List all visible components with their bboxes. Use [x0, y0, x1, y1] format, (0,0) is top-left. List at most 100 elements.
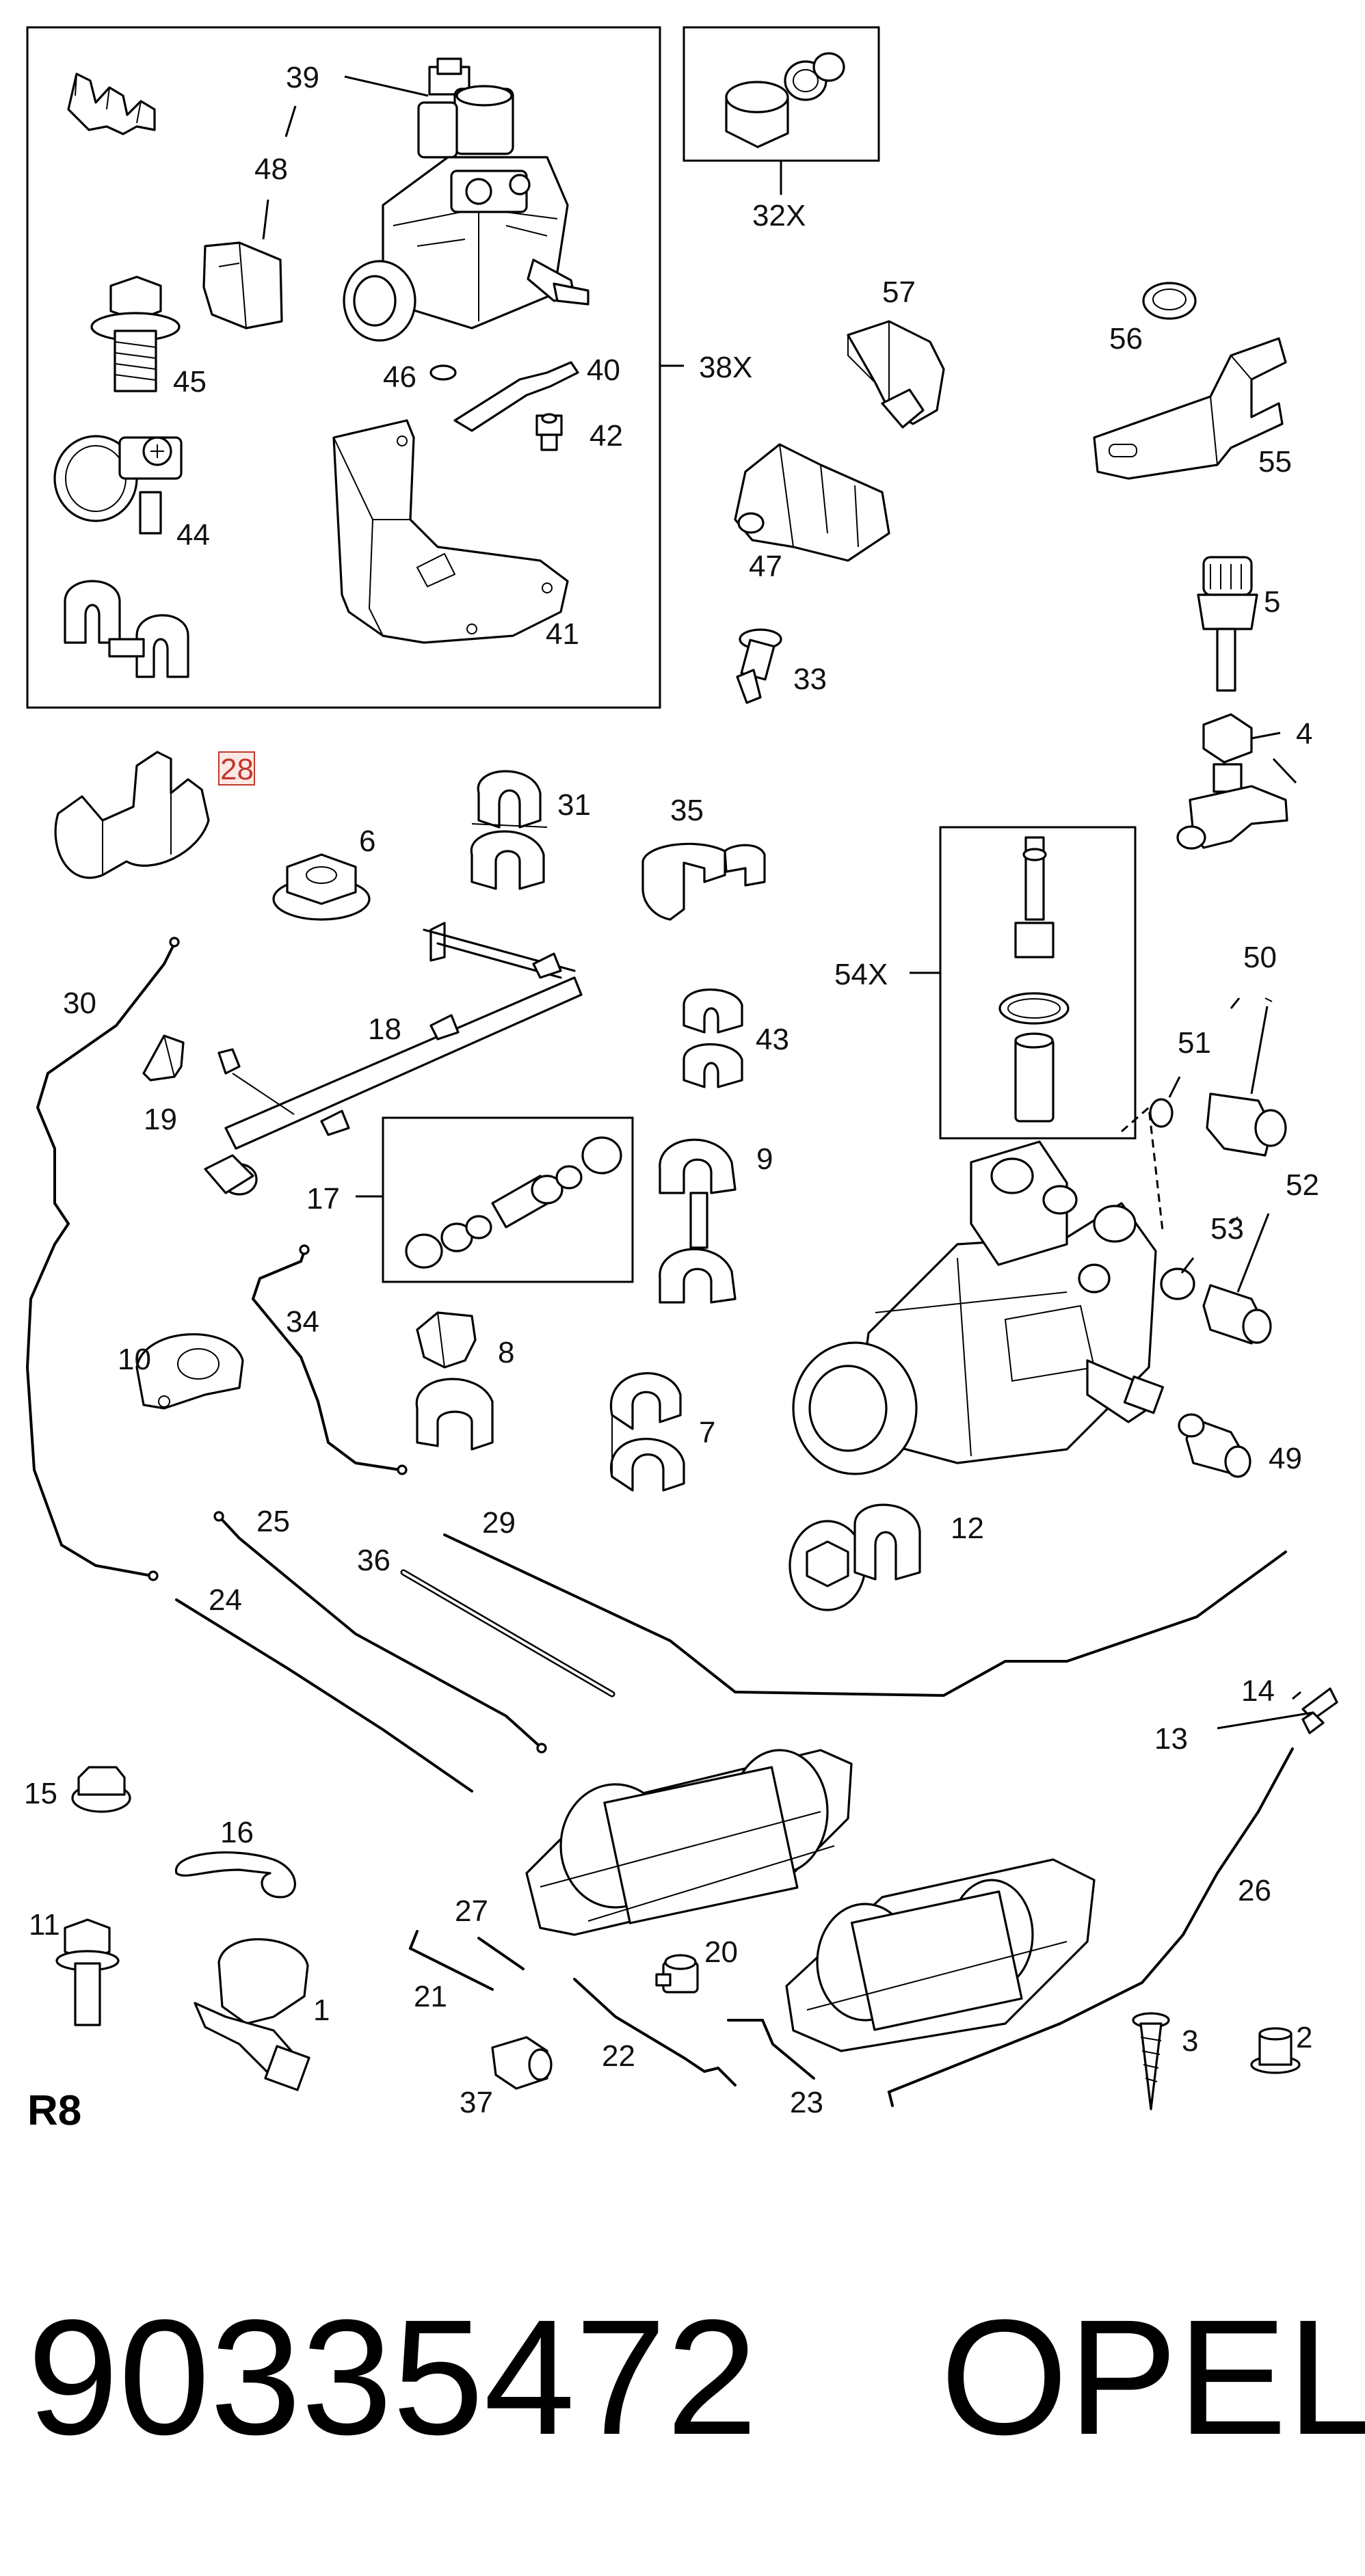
fuel-rail-18 — [204, 922, 583, 1196]
callout-10: 10 — [118, 1343, 151, 1376]
relief-valve-50 — [1149, 1092, 1287, 1157]
callout-2: 2 — [1296, 2021, 1312, 2054]
callout-49: 49 — [1269, 1442, 1302, 1475]
comb-clip-part — [67, 72, 156, 135]
pipe-25 — [219, 1516, 542, 1748]
callout-8: 8 — [498, 1336, 514, 1369]
hose-clamp-12 — [788, 1503, 921, 1611]
push-pin-33 — [736, 628, 782, 704]
callout-1: 1 — [313, 1994, 330, 2027]
pipe-30 — [25, 942, 176, 1577]
clip-8 — [415, 1311, 494, 1451]
callout-28-highlight — [218, 751, 255, 786]
tee-fitting-4 — [1176, 713, 1288, 850]
kit-38x-box — [26, 26, 684, 709]
callout-17: 17 — [306, 1182, 340, 1216]
gas-tank-right — [785, 1858, 1096, 2052]
mounting-bracket-41 — [332, 419, 569, 644]
callout-42: 42 — [589, 419, 623, 453]
flanged-bolt-45 — [90, 276, 181, 392]
callout-12: 12 — [951, 1512, 984, 1545]
bracket-55 — [1093, 337, 1287, 480]
flange-nut-6 — [272, 853, 371, 921]
p-clip-10 — [135, 1333, 244, 1410]
callout-44: 44 — [176, 518, 210, 552]
pipe-21 — [408, 1930, 494, 1991]
callout-15: 15 — [24, 1777, 57, 1810]
callout-52: 52 — [1286, 1168, 1319, 1202]
kit-32x-box — [682, 26, 880, 195]
pipe-24 — [175, 1598, 473, 1793]
sheet-label: R8 — [27, 2087, 81, 2134]
callout-18: 18 — [368, 1012, 401, 1046]
cap-2 — [1250, 2027, 1301, 2074]
callout-28: 28 — [220, 753, 254, 786]
double-clip-9 — [659, 1138, 737, 1304]
callout-45: 45 — [173, 365, 207, 399]
callout-3: 3 — [1182, 2024, 1198, 2058]
grommet-15 — [71, 1766, 131, 1813]
callout-25: 25 — [256, 1505, 290, 1538]
clip-28 — [54, 751, 210, 879]
callout-16: 16 — [220, 1816, 254, 1849]
double-pipe-clip — [64, 580, 189, 678]
callout-7: 7 — [699, 1416, 715, 1449]
callout-31: 31 — [557, 788, 591, 822]
callout-23: 23 — [790, 2086, 823, 2119]
callout-14: 14 — [1241, 1674, 1275, 1708]
pipe-27 — [477, 1937, 525, 1970]
fuel-pump-assembly — [792, 1140, 1165, 1475]
callout-48: 48 — [254, 152, 288, 186]
callout-27: 27 — [455, 1894, 488, 1928]
bracket-19 — [142, 1034, 185, 1082]
callout-43: 43 — [756, 1023, 789, 1056]
gas-tank-left — [525, 1749, 853, 1936]
callout-37: 37 — [460, 2086, 493, 2119]
callout-13: 13 — [1154, 1722, 1188, 1756]
double-clip-7 — [609, 1372, 685, 1492]
callout-9: 9 — [756, 1142, 773, 1176]
callout-34: 34 — [286, 1305, 319, 1339]
callout-50: 50 — [1243, 941, 1277, 974]
callout-35: 35 — [670, 794, 704, 827]
pipe-29 — [443, 1533, 1287, 1698]
callout-6: 6 — [359, 824, 375, 858]
clip-57 — [847, 320, 945, 429]
callout-47: 47 — [749, 550, 782, 583]
callout-4: 4 — [1296, 717, 1312, 751]
connector-clip-48 — [202, 241, 283, 330]
fitting-13-14 — [1301, 1687, 1338, 1734]
callout-39: 39 — [286, 61, 319, 94]
callout-32x: 32X — [752, 199, 806, 232]
callout-24: 24 — [209, 1583, 242, 1617]
callout-38x: 38X — [699, 351, 752, 384]
bracket-40 — [453, 361, 579, 432]
brand-name: OPEL — [940, 2285, 1365, 2469]
callout-41: 41 — [546, 617, 579, 651]
hose-clamp-44 — [53, 435, 183, 535]
fitting-52 — [1160, 1267, 1272, 1345]
callout-22: 22 — [602, 2039, 635, 2073]
fitting-49 — [1178, 1413, 1251, 1478]
clip-35 — [641, 842, 766, 921]
fitting-37 — [491, 2036, 553, 2090]
sensor-42 — [535, 413, 563, 451]
callout-5: 5 — [1264, 585, 1280, 619]
strap-16 — [175, 1851, 296, 1899]
callout-53: 53 — [1210, 1212, 1244, 1246]
callout-56: 56 — [1109, 322, 1143, 355]
valve-5 — [1197, 556, 1258, 692]
pipe-34 — [251, 1250, 401, 1471]
sealing-ring-56 — [1142, 282, 1197, 320]
double-clip-31 — [470, 770, 548, 890]
screw-3 — [1132, 2012, 1170, 2110]
callout-20: 20 — [704, 1935, 738, 1969]
callout-19: 19 — [144, 1103, 177, 1136]
callout-46: 46 — [383, 360, 416, 394]
callout-55: 55 — [1258, 445, 1292, 479]
callout-26: 26 — [1238, 1874, 1271, 1907]
kit-17-box — [356, 1116, 634, 1283]
callout-40: 40 — [587, 353, 620, 387]
callout-33: 33 — [793, 662, 827, 696]
